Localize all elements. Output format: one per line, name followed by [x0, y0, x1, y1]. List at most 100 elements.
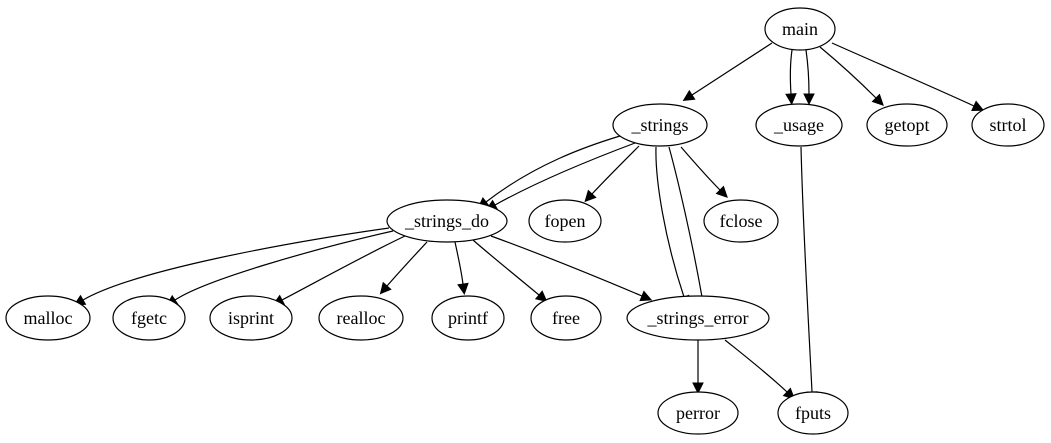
edge-stringsdo-to-stringserror [490, 235, 653, 302]
edge-line [655, 146, 685, 298]
node-label: realloc [337, 308, 386, 328]
node-ellipse [777, 391, 849, 435]
node-ellipse [755, 103, 843, 147]
node-label: _strings_error [647, 308, 749, 328]
edge-line [591, 145, 640, 195]
edge-stringsdo-to-malloc [73, 227, 390, 306]
edge-stringsdo-to-free [472, 239, 548, 303]
node-ellipse [318, 295, 404, 341]
node-printf: printf [431, 295, 505, 341]
node-label: _usage [773, 115, 824, 135]
node-strings-error: _strings_error [626, 295, 770, 341]
node-fopen: fopen [528, 199, 602, 243]
node-ellipse [612, 103, 708, 147]
arrowhead-icon [639, 290, 653, 302]
edge-line [800, 146, 813, 393]
arrowhead-icon [715, 185, 728, 198]
edge-main-to-getopt [819, 46, 884, 106]
node-ellipse [703, 199, 779, 243]
edge-stringsdo-to-printf [454, 241, 469, 295]
node-label: main [782, 19, 818, 39]
edge-line [805, 49, 810, 95]
arrowhead-icon [803, 93, 815, 106]
node-malloc: malloc [5, 295, 91, 341]
edge-line [472, 239, 540, 296]
edge-strings-to-stringserror [655, 146, 690, 308]
edge-line [819, 46, 877, 99]
node-fputs: fputs [777, 391, 849, 435]
edge-stringserror-to-perror [692, 340, 704, 395]
node-label: strtol [989, 115, 1026, 135]
edge-line [82, 227, 390, 301]
node-label: _strings_do [404, 211, 489, 231]
node-ellipse [626, 295, 770, 341]
edge-strings-to-stringsdo [477, 135, 621, 209]
edge-main-to-usage [785, 49, 797, 106]
node-label: perror [676, 403, 720, 423]
edge-line [680, 146, 721, 191]
edge-line [789, 49, 793, 95]
arrowhead-icon [785, 93, 797, 106]
edge-strings-to-fopen [584, 145, 640, 203]
node-label: fclose [720, 211, 763, 231]
node-ellipse [431, 295, 505, 341]
node-label: malloc [24, 308, 73, 328]
node-isprint: isprint [209, 295, 293, 341]
edge-line [490, 235, 643, 297]
node-label: fputs [795, 403, 831, 423]
edge-stringsdo-to-isprint [272, 235, 406, 306]
edge-usage-to-fputs [800, 146, 818, 404]
node-label: fgetc [131, 308, 167, 328]
node-label: fopen [545, 211, 586, 231]
edge-main-to-strtol [831, 42, 985, 112]
arrowhead-icon [871, 93, 884, 106]
node-label: free [552, 308, 580, 328]
node-ellipse [528, 199, 602, 243]
node-label: printf [448, 308, 488, 328]
node-ellipse [657, 391, 739, 435]
node-strings: _strings [612, 103, 708, 147]
node-fgetc: fgetc [112, 295, 186, 341]
arrowhead-icon [584, 189, 597, 203]
edge-line [485, 135, 621, 203]
arrowhead-icon [379, 281, 392, 295]
node-fclose: fclose [703, 199, 779, 243]
arrowhead-icon [682, 89, 696, 102]
node-strings-do: _strings_do [386, 199, 508, 243]
node-ellipse [530, 295, 602, 341]
arrowhead-icon [534, 290, 548, 303]
edge-line [494, 142, 636, 206]
node-ellipse [209, 295, 293, 341]
node-getopt: getopt [866, 103, 948, 147]
edge-main-to-usage [803, 49, 815, 106]
node-strtol: strtol [971, 103, 1045, 147]
node-ellipse [386, 199, 508, 243]
node-label: getopt [885, 115, 930, 135]
nodes-layer: main _strings _usage getopt strtol _strings_d… [5, 7, 1045, 435]
node-perror: perror [657, 391, 739, 435]
arrowhead-icon [457, 282, 469, 295]
arrowhead-icon [692, 382, 704, 395]
node-realloc: realloc [318, 295, 404, 341]
node-ellipse [5, 295, 91, 341]
edge-line [281, 235, 406, 301]
edge-strings-to-fclose [680, 146, 728, 198]
node-ellipse [764, 7, 836, 51]
edge-line [724, 339, 788, 393]
edge-line [691, 42, 773, 96]
edge-line [174, 230, 394, 301]
node-label: _strings [630, 115, 688, 135]
edge-line [831, 42, 975, 107]
arrowhead-icon [971, 100, 985, 112]
edge-stringsdo-to-realloc [379, 241, 428, 295]
node-ellipse [112, 295, 186, 341]
edge-line [454, 241, 464, 285]
edge-strings-to-stringserror [668, 146, 708, 308]
node-free: free [530, 295, 602, 341]
node-label: isprint [228, 308, 274, 328]
edge-stringserror-to-fputs [724, 339, 796, 400]
edge-stringsdo-to-fgetc [165, 230, 394, 307]
edge-line [668, 146, 703, 298]
node-usage: _usage [755, 103, 843, 147]
